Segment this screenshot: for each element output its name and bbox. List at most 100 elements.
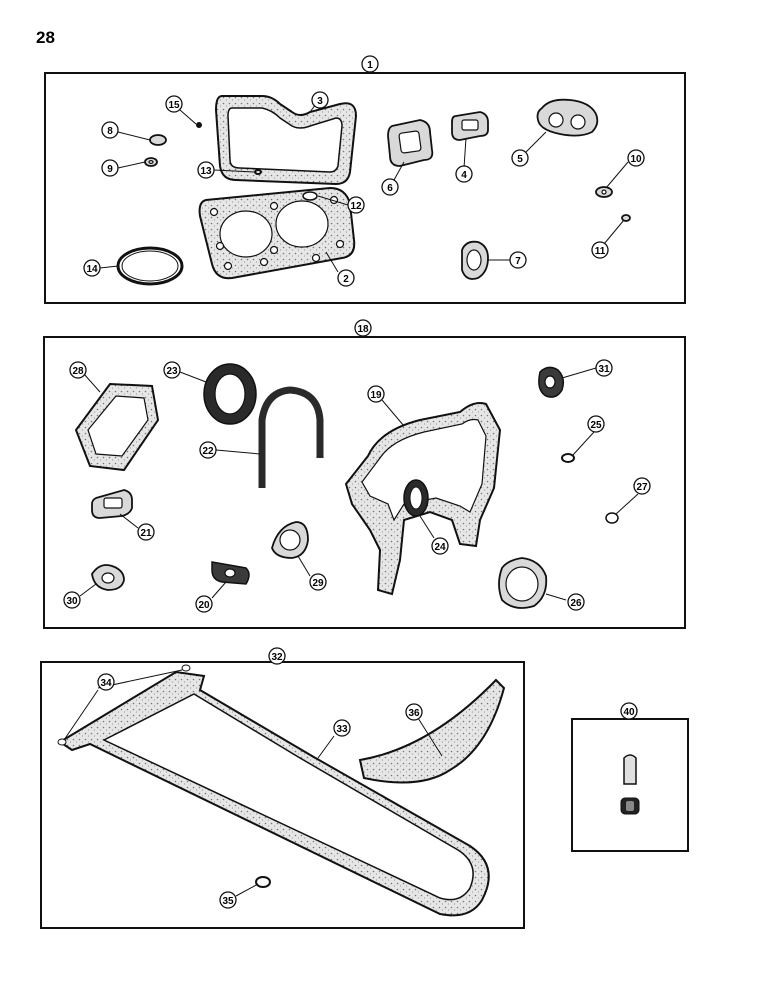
part-29-opening — [279, 529, 301, 551]
panel-18-border — [43, 336, 686, 629]
panel-1-border — [44, 72, 686, 304]
callout-5: 5 — [511, 149, 529, 167]
callout-3: 3 — [311, 91, 329, 109]
svg-text:19: 19 — [370, 390, 382, 401]
part-35-o-ring — [255, 876, 271, 888]
callout-1: 1 — [361, 55, 379, 73]
callout-24: 24 — [431, 537, 449, 555]
part-5-hole-1 — [548, 112, 564, 128]
part-12-o-ring — [302, 191, 318, 201]
callout-11: 11 — [591, 241, 609, 259]
svg-text:36: 36 — [408, 708, 420, 719]
part-36-seal-strip — [358, 678, 506, 784]
part-14-seal-ring — [116, 246, 184, 286]
callout-15: 15 — [165, 95, 183, 113]
part-31-hole — [544, 375, 556, 389]
callout-12: 12 — [347, 196, 365, 214]
callout-22: 22 — [199, 441, 217, 459]
part-4-opening — [461, 119, 479, 131]
panel-40-border — [571, 718, 689, 852]
part-8-washer — [149, 134, 167, 146]
callout-33: 33 — [333, 719, 351, 737]
svg-text:40: 40 — [623, 707, 635, 718]
svg-text:24: 24 — [434, 542, 446, 553]
part-11-washer — [621, 214, 631, 222]
part-3-inner-edge — [227, 107, 343, 173]
svg-text:33: 33 — [336, 724, 348, 735]
part-14-inner — [121, 250, 179, 282]
callout-21: 21 — [137, 523, 155, 541]
part-7-opening — [466, 249, 482, 271]
svg-text:23: 23 — [166, 366, 178, 377]
svg-text:1: 1 — [367, 60, 373, 71]
part-2-bore-1 — [219, 210, 273, 258]
callout-14: 14 — [83, 259, 101, 277]
svg-text:10: 10 — [630, 154, 642, 165]
part-5-gasket — [536, 98, 599, 137]
callout-25: 25 — [587, 415, 605, 433]
callout-32: 32 — [268, 647, 286, 665]
part-24-bore — [409, 486, 423, 510]
part-2-bolt-holes — [209, 195, 345, 271]
svg-text:21: 21 — [140, 528, 152, 539]
part-21-opening — [103, 497, 123, 509]
callout-6: 6 — [381, 178, 399, 196]
svg-text:15: 15 — [168, 100, 180, 111]
callout-18: 18 — [354, 319, 372, 337]
part-13-o-ring — [254, 169, 262, 175]
svg-text:5: 5 — [517, 154, 523, 165]
svg-text:8: 8 — [107, 126, 113, 137]
part-34-plug-a — [181, 664, 191, 672]
part-5-hole-2 — [570, 114, 586, 130]
leader-lines — [63, 72, 639, 897]
callout-35: 35 — [219, 891, 237, 909]
svg-text:9: 9 — [107, 164, 113, 175]
svg-text:22: 22 — [202, 446, 214, 457]
part-2-bore-2 — [275, 200, 329, 248]
callout-26: 26 — [567, 593, 585, 611]
svg-text:7: 7 — [515, 256, 521, 267]
svg-text:31: 31 — [598, 364, 610, 375]
callout-7: 7 — [509, 251, 527, 269]
part-25-o-ring — [561, 453, 575, 463]
part-28-opening — [87, 395, 149, 457]
part-20-opening — [224, 568, 236, 578]
callout-30: 30 — [63, 591, 81, 609]
part-27-o-ring — [605, 512, 619, 524]
svg-text:25: 25 — [590, 420, 602, 431]
callout-20: 20 — [195, 595, 213, 613]
part-26-opening — [505, 566, 539, 602]
callout-10: 10 — [627, 149, 645, 167]
part-15-ball — [196, 122, 202, 128]
callout-8: 8 — [101, 121, 119, 139]
svg-text:2: 2 — [343, 274, 349, 285]
callout-29: 29 — [309, 573, 327, 591]
page-number: 28 — [36, 28, 55, 47]
part-6-opening — [398, 130, 422, 154]
part-34-plug-b — [57, 738, 67, 746]
svg-text:30: 30 — [66, 596, 78, 607]
svg-text:18: 18 — [357, 324, 369, 335]
part-33-opening — [102, 693, 474, 901]
part-23-bore — [214, 373, 246, 415]
svg-text:13: 13 — [200, 166, 212, 177]
svg-text:12: 12 — [350, 201, 362, 212]
callout-13: 13 — [197, 161, 215, 179]
part-9-hole — [148, 160, 154, 165]
svg-text:14: 14 — [86, 264, 98, 275]
svg-text:11: 11 — [595, 246, 606, 257]
callout-23: 23 — [163, 361, 181, 379]
callout-27: 27 — [633, 477, 651, 495]
callout-4: 4 — [455, 165, 473, 183]
svg-text:34: 34 — [100, 678, 112, 689]
svg-text:6: 6 — [387, 183, 393, 194]
callout-36: 36 — [405, 703, 423, 721]
svg-text:27: 27 — [636, 482, 648, 493]
callout-2: 2 — [337, 269, 355, 287]
part-22-rope-seal — [258, 386, 324, 488]
part-40-plug — [623, 754, 637, 785]
part-40-grommet-bore — [626, 801, 634, 811]
callout-9: 9 — [101, 159, 119, 177]
callout-34: 34 — [97, 673, 115, 691]
